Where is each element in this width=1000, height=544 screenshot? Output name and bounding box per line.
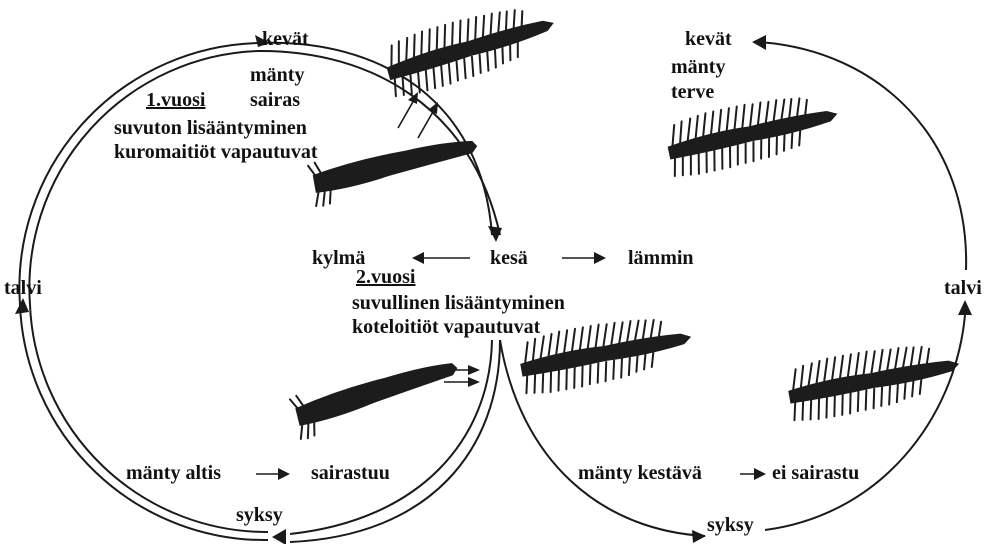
arrowhead-winter-right bbox=[958, 300, 972, 315]
right-autumn-label: syksy bbox=[707, 514, 754, 537]
arrowhead-autumn-right bbox=[692, 530, 706, 543]
year1-title: 1.vuosi bbox=[146, 89, 205, 112]
arrowhead-winter-left bbox=[15, 298, 29, 314]
arrowhead-spring-right bbox=[752, 35, 766, 50]
year2-line-1: suvullinen lisääntyminen bbox=[352, 292, 565, 315]
left-arc-outer-top bbox=[19, 43, 258, 305]
right-arc-top bbox=[758, 42, 966, 270]
left-arc-outer-right-bottom bbox=[290, 340, 492, 534]
arrowhead-autumn-left bbox=[272, 529, 286, 544]
spore-arrow-1 bbox=[398, 100, 414, 128]
summer-label: kesä bbox=[490, 247, 528, 270]
right-arc-bottom-right bbox=[765, 315, 965, 530]
left-tree-species: mänty bbox=[250, 64, 304, 87]
right-tree-species: mänty bbox=[671, 56, 725, 79]
pine-shoot-healthy-bottom-center bbox=[516, 309, 696, 396]
left-arc-inner-top bbox=[29, 51, 258, 305]
pine-shoot-healthy-top-left bbox=[380, 0, 562, 99]
cold-label: kylmä bbox=[312, 247, 365, 270]
year1-line-2: kuromaitiöt vapautuvat bbox=[114, 141, 318, 164]
pine-resistant-label: mänty kestävä bbox=[578, 462, 702, 485]
warm-label: lämmin bbox=[628, 247, 694, 270]
pine-shoot-diseased-bottom bbox=[289, 356, 465, 440]
pine-shoot-diseased-top bbox=[308, 134, 483, 207]
left-spring-label: kevät bbox=[262, 28, 309, 51]
left-autumn-label: syksy bbox=[236, 504, 283, 527]
left-tree-state: sairas bbox=[250, 89, 300, 112]
gets-sick-label: sairastuu bbox=[311, 462, 390, 485]
right-winter-label: talvi bbox=[944, 277, 982, 300]
right-tree-state: terve bbox=[671, 81, 714, 104]
left-winter-label: talvi bbox=[4, 277, 42, 300]
year2-line-2: koteloitiöt vapautuvat bbox=[352, 316, 540, 339]
spore-arrow-2 bbox=[418, 110, 434, 138]
pine-susceptible-label: mänty altis bbox=[126, 462, 221, 485]
does-not-get-sick-label: ei sairastu bbox=[772, 462, 859, 485]
right-spring-label: kevät bbox=[685, 28, 732, 51]
year1-line-1: suvuton lisääntyminen bbox=[114, 117, 307, 140]
left-arc-inner-bottom bbox=[30, 305, 268, 532]
left-arc-outer-bottom bbox=[20, 305, 268, 540]
